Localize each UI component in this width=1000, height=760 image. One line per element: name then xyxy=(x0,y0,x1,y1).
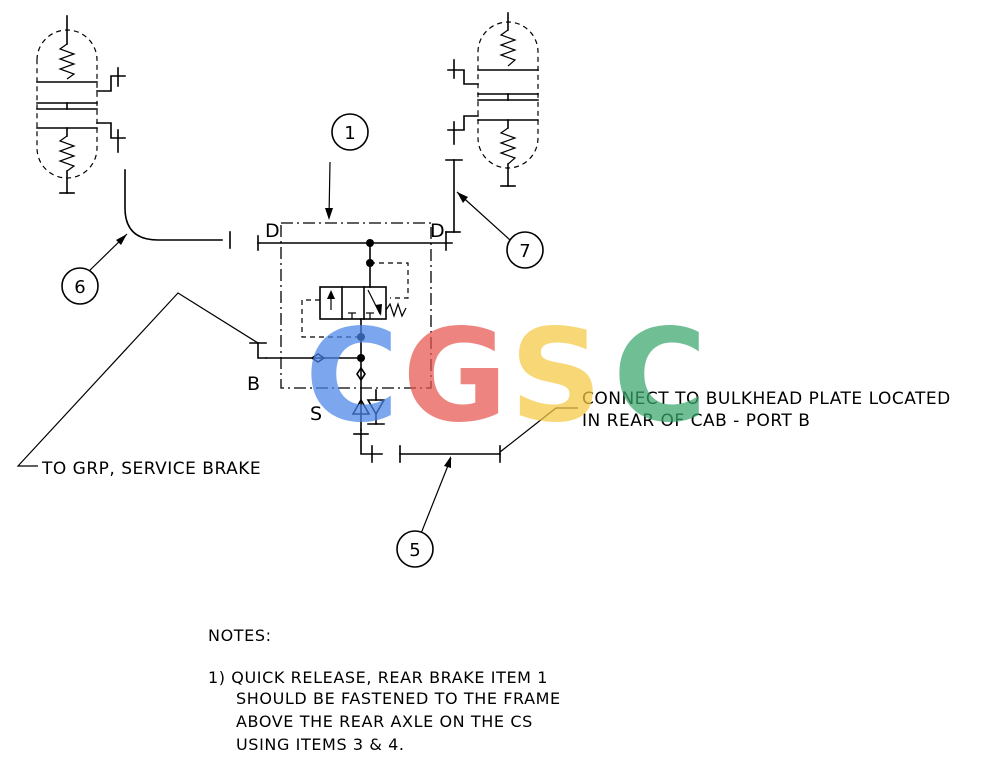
bulkhead-annotation-line1: CONNECT TO BULKHEAD PLATE LOCATED xyxy=(582,389,951,409)
note-line: ABOVE THE REAR AXLE ON THE CS xyxy=(236,712,533,731)
svg-text:1: 1 xyxy=(344,123,355,144)
watermark-letter: C xyxy=(305,302,399,451)
right-brake-chamber xyxy=(447,12,539,187)
port-d-left-label: D xyxy=(265,220,280,242)
port-d-right-label: D xyxy=(430,220,445,242)
cgsc-watermark: C G S C xyxy=(305,302,707,451)
port-s-label: S xyxy=(310,403,322,425)
port-b-label: B xyxy=(247,373,260,395)
left-brake-chamber xyxy=(36,15,126,194)
hose-item-5 xyxy=(399,445,501,537)
svg-text:7: 7 xyxy=(519,241,530,262)
svg-text:5: 5 xyxy=(409,540,420,561)
svg-text:6: 6 xyxy=(74,277,85,298)
bulkhead-annotation-line2: IN REAR OF CAB - PORT B xyxy=(582,411,810,431)
notes-heading: NOTES: xyxy=(208,626,272,645)
bulkhead-leader xyxy=(499,407,578,453)
note-line: SHOULD BE FASTENED TO THE FRAME xyxy=(236,689,561,708)
watermark-letter: S xyxy=(510,302,602,451)
callout-1: 1 xyxy=(331,113,369,151)
watermark-letter: C xyxy=(613,302,707,451)
hose-item-7 xyxy=(445,159,511,241)
watermark-letter: G xyxy=(402,302,507,451)
service-brake-leader xyxy=(16,292,259,467)
callout-5: 5 xyxy=(396,530,434,568)
note-line: 1) QUICK RELEASE, REAR BRAKE ITEM 1 xyxy=(208,668,549,687)
callout-7: 7 xyxy=(506,231,544,269)
callout-6: 6 xyxy=(61,267,99,305)
service-brake-annotation: TO GRP, SERVICE BRAKE xyxy=(41,459,261,479)
note-line: USING ITEMS 3 & 4. xyxy=(236,735,405,754)
quick-release-valve xyxy=(249,161,461,463)
hose-item-6 xyxy=(84,169,231,276)
